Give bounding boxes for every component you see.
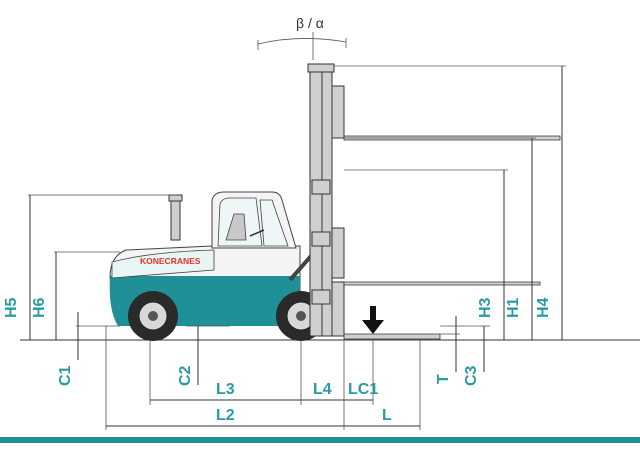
label-t: T bbox=[435, 374, 452, 384]
label-l2: L2 bbox=[216, 407, 235, 424]
exhaust-pipe bbox=[170, 197, 181, 241]
label-tilt: β / α bbox=[296, 15, 324, 31]
label-c1: C1 bbox=[57, 365, 74, 386]
label-c3: C3 bbox=[463, 365, 480, 386]
label-c2: C2 bbox=[177, 365, 194, 386]
forklift: KONECRANES bbox=[109, 63, 561, 341]
label-l: L bbox=[382, 407, 392, 424]
label-h1: H1 bbox=[505, 297, 522, 318]
load-center-arrow-icon bbox=[362, 306, 384, 334]
label-h5: H5 bbox=[3, 297, 20, 318]
dimension-labels: β / α H4 H1 H3 H5 H6 C1 C2 T C3 L3 L4 LC… bbox=[3, 15, 552, 424]
dimension-lines bbox=[28, 32, 566, 430]
label-l3: L3 bbox=[216, 381, 235, 398]
carriage-lower bbox=[331, 281, 345, 337]
label-h3: H3 bbox=[477, 297, 494, 318]
rear-wheel bbox=[128, 291, 178, 341]
operator-cab bbox=[211, 191, 297, 249]
footer-accent-bar bbox=[0, 437, 640, 443]
fork-middle bbox=[343, 281, 541, 286]
label-l4: L4 bbox=[313, 381, 332, 398]
mast bbox=[307, 63, 335, 337]
label-h4: H4 bbox=[535, 297, 552, 318]
label-h6: H6 bbox=[31, 297, 48, 318]
label-lc1: LC1 bbox=[348, 381, 378, 398]
carriage-upper bbox=[331, 85, 345, 139]
fork-bottom bbox=[343, 333, 441, 340]
brand-label: KONECRANES bbox=[140, 256, 201, 266]
carriage-middle bbox=[331, 227, 345, 279]
